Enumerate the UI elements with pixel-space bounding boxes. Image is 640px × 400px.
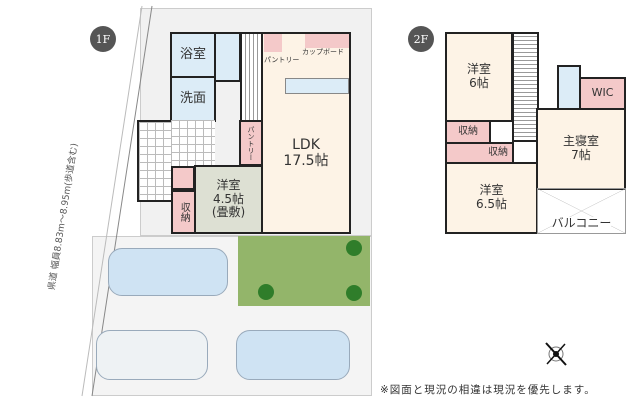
hall [171,120,215,166]
pantry-small: パントリー [239,120,263,166]
storage-2f-2: 収納 [445,142,514,164]
floor2-badge: 2F [408,26,434,52]
disclaimer: ※図面と現況の相違は現況を優先します。 [380,384,596,396]
pantry-label: パントリー [264,56,300,64]
cupboard-label: カップボード [302,48,344,56]
car [236,330,350,380]
washroom: 洗面 [170,76,216,122]
toilet [214,32,241,82]
shoe-storage [171,166,195,190]
floor1-badge: 1F [90,26,116,52]
balcony: バルコニー [537,188,626,234]
toilet-2f [557,65,581,110]
tree [346,285,362,301]
car [108,248,228,296]
storage-2f-1: 収納 [445,120,491,144]
cupboard [305,34,349,48]
pantry-shelf [264,34,282,52]
tree [258,284,274,300]
car [96,330,208,380]
storage-1f: 収納 [171,190,196,234]
bathroom: 浴室 [170,32,216,78]
staircase-2f [512,32,539,142]
tree [346,240,362,256]
kitchen-counter [285,78,349,94]
entrance [137,120,173,202]
compass-icon [545,342,567,366]
walk-in-closet: WIC [579,77,626,110]
